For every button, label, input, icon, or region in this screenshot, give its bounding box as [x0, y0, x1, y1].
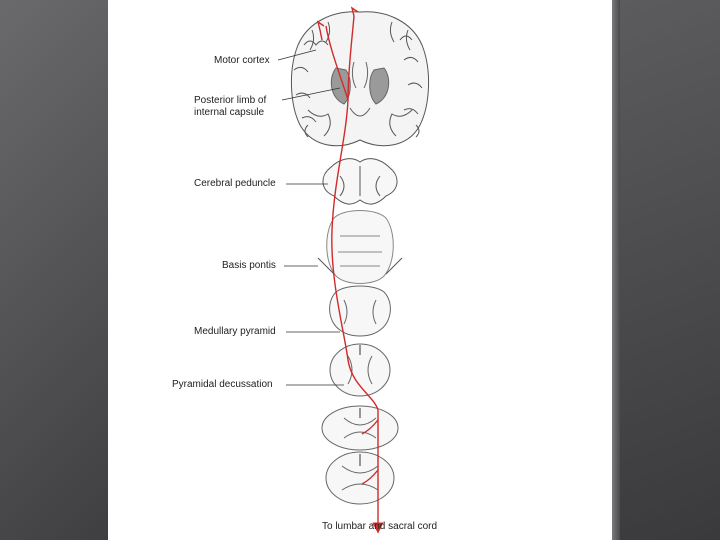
label-motor-cortex: Motor cortex	[214, 55, 270, 66]
leader-posterior-limb	[281, 87, 341, 101]
label-posterior-limb-line2: internal capsule	[194, 107, 265, 118]
leader-motor-cortex	[277, 49, 317, 61]
slide-panel: Motor cortex Posterior limb of internal …	[108, 0, 612, 540]
tract-main-descending	[331, 99, 379, 411]
label-pyramidal-decussation: Pyramidal decussation	[172, 379, 273, 390]
tract-branch-left-1	[319, 29, 323, 41]
upper-spinal-cord-section	[321, 405, 399, 451]
label-to-lumbar-sacral-cord: To lumbar and sacral cord	[322, 521, 438, 532]
leader-lines	[277, 49, 344, 386]
corticospinal-tract-diagram	[277, 6, 429, 534]
upper-medulla-section	[329, 285, 391, 337]
midbrain-section	[322, 158, 398, 205]
label-basis-pontis: Basis pontis	[222, 260, 276, 271]
brain-coronal-section	[291, 11, 429, 147]
lower-spinal-cord-section	[325, 451, 395, 505]
tract-collateral-2	[361, 469, 379, 485]
pons-section	[317, 210, 403, 284]
tract-arrow-top-2	[350, 6, 359, 17]
lower-medulla-section	[329, 343, 391, 397]
right-basal-ganglia	[369, 67, 390, 105]
corticospinal-tract	[319, 15, 384, 534]
label-cerebral-peduncle: Cerebral peduncle	[194, 178, 276, 189]
tract-arrow-top	[316, 20, 325, 31]
tract-collateral-1	[361, 419, 379, 435]
tract-branch-right	[347, 15, 355, 101]
tract-branch-left-2	[325, 25, 349, 101]
label-posterior-limb-line1: Posterior limb of	[194, 95, 267, 106]
right-decor-strip	[612, 0, 720, 540]
strip-edge	[612, 0, 620, 540]
label-medullary-pyramid: Medullary pyramid	[194, 326, 276, 337]
